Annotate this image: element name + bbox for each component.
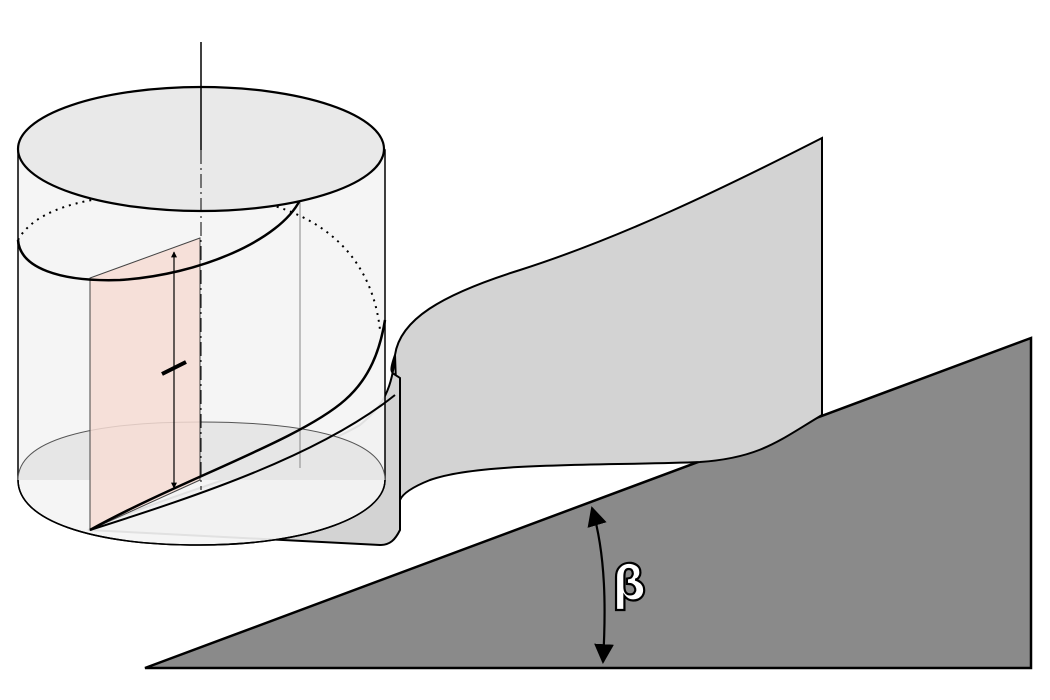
helix-descending-curve	[89, 319, 387, 532]
cylinder-bottom-front	[17, 479, 386, 546]
front-helix-curve	[16, 199, 302, 282]
angle-arc	[587, 506, 614, 664]
pitch-tick-mark	[161, 360, 187, 376]
unrolled-sheet-back	[393, 136, 823, 501]
cutaway-plane	[89, 237, 201, 531]
helix-lower-edge	[89, 394, 396, 531]
hidden-helix-dotted	[17, 192, 381, 331]
angle-beta-label: β	[612, 556, 646, 612]
